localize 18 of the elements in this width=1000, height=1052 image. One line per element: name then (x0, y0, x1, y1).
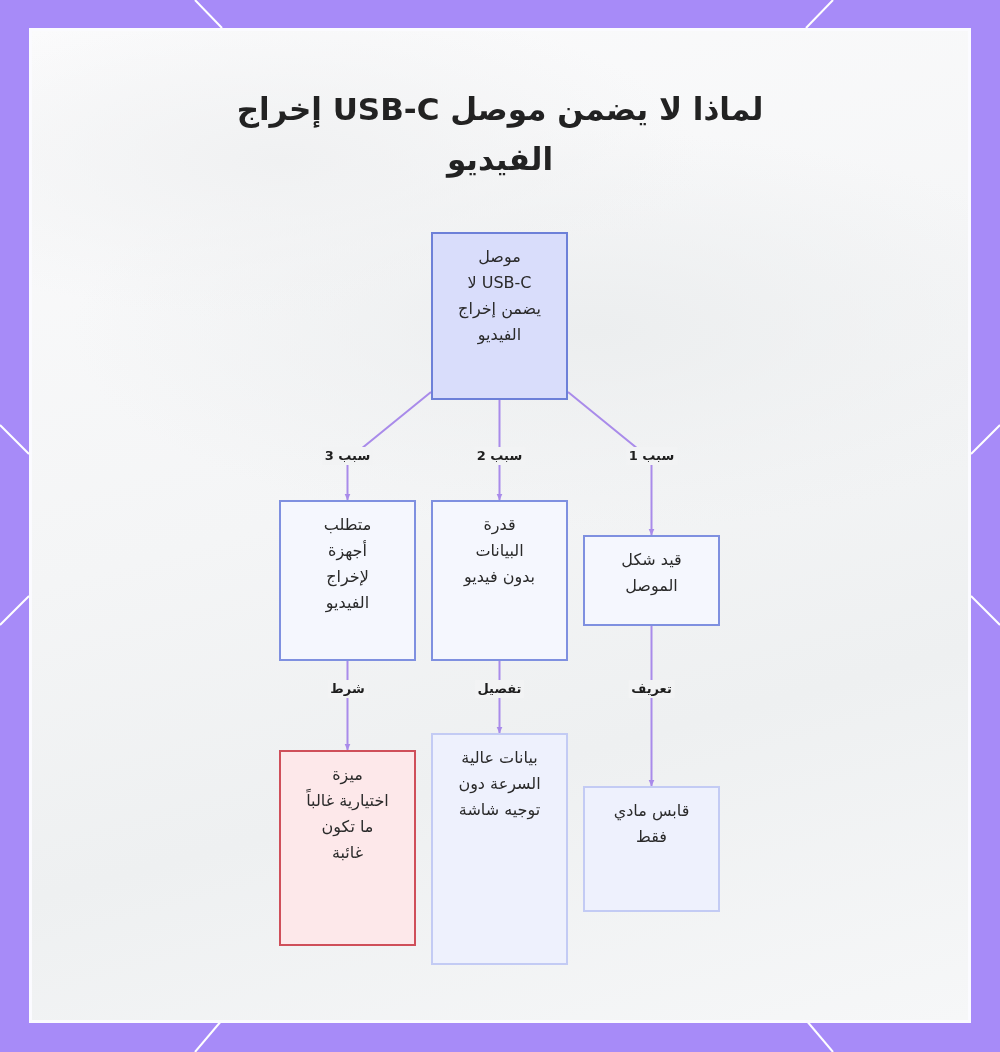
process-box (431, 232, 568, 400)
process-box (583, 786, 720, 912)
process-box (431, 733, 568, 965)
process-box (431, 500, 568, 661)
node-text: بيانات عالية السرعة دون توجيه شاشة (457, 747, 542, 822)
node-text: موصل USB-C لا يضمن إخراج الفيديو (457, 246, 542, 347)
diagram-title: لماذا لا يضمن موصل USB-C إخراج الفيديو (235, 90, 765, 180)
process-box (279, 500, 416, 661)
edge-label: تعريف (628, 680, 675, 698)
node-text: ميزة اختيارية غالباً ما تكون غائبة (305, 764, 390, 864)
node-text: متطلب أجهزة لإخراج الفيديو (322, 514, 373, 615)
connector-arrow (567, 391, 655, 536)
process-box (279, 750, 416, 946)
process-box (583, 535, 720, 626)
node-text: قابس مادي فقط (612, 800, 691, 848)
node-text: قدرة البيانات بدون فيديو (462, 514, 536, 589)
node-text: قيد شكل الموصل (620, 549, 683, 597)
connector-arrow (648, 625, 655, 787)
